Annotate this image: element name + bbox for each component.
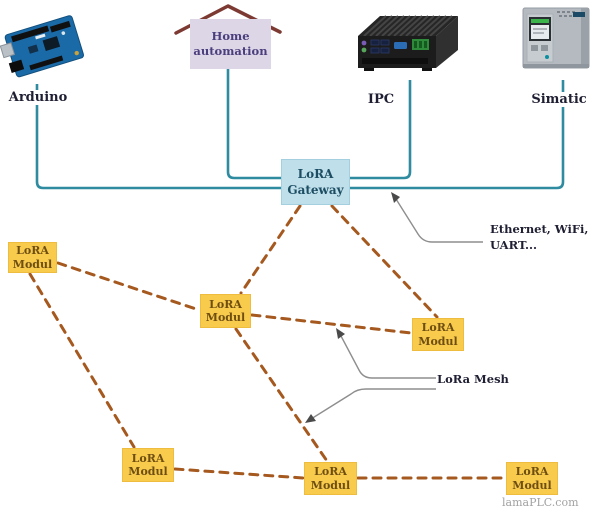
- ethernet-annotation-line: Ethernet, WiFi,: [490, 222, 589, 236]
- leader-line-mesh-lower: [310, 388, 436, 420]
- ethernet-annotation: Ethernet, WiFi, UART...: [490, 222, 588, 253]
- module-label: Modul: [128, 465, 168, 478]
- mesh-link-wire: [56, 261, 201, 312]
- module-label: LoRA: [515, 465, 549, 479]
- home-automation-node: Home automation: [190, 19, 271, 69]
- arduino-node-label: Arduino: [5, 90, 71, 105]
- module-label: LoRA: [131, 451, 165, 465]
- module-label: LoRA: [421, 321, 455, 335]
- lora-module-node: LoRA Modul: [8, 242, 57, 273]
- ethernet-annotation-line: UART...: [490, 237, 538, 252]
- module-label: Modul: [205, 311, 246, 324]
- gateway-label: Gateway: [287, 183, 344, 197]
- leader-line-ethernet: [395, 198, 483, 243]
- arrowhead-icon: [305, 414, 316, 423]
- mesh-link-wire: [250, 313, 413, 335]
- lora-module-node: LoRA Modul: [200, 294, 251, 328]
- watermark-text: lamaPLC.com: [502, 496, 579, 509]
- arduino-board-icon: [0, 15, 84, 78]
- arrowhead-icon: [391, 192, 400, 203]
- lora-gateway-node: LoRA Gateway: [281, 159, 350, 205]
- module-label: LoRA: [314, 465, 347, 479]
- lora-module-node: LoRA Modul: [506, 462, 558, 495]
- module-label: LoRA: [16, 244, 49, 258]
- module-label: Modul: [310, 478, 351, 492]
- mesh-link-wire: [330, 204, 439, 319]
- module-label: LoRA: [209, 297, 242, 311]
- gateway-label: LoRA: [297, 166, 334, 181]
- simatic-node-label: Simatic: [528, 92, 590, 107]
- module-label: Modul: [12, 257, 53, 271]
- home-automation-label: automation: [193, 44, 268, 58]
- module-label: Modul: [418, 334, 458, 348]
- arrowheads-group: [305, 192, 400, 423]
- module-label: Modul: [512, 478, 552, 492]
- mesh-link-wire: [239, 204, 302, 295]
- mesh-link-wire: [28, 272, 136, 449]
- simatic-plc-icon: [522, 7, 590, 69]
- ipc-device-icon: [358, 15, 458, 71]
- lora-module-node: LoRA Modul: [412, 318, 464, 351]
- home-automation-label: Home: [211, 29, 250, 44]
- ipc-node-label: IPC: [364, 92, 398, 107]
- lora-module-node: LoRA Modul: [122, 448, 174, 482]
- arrowhead-icon: [336, 328, 345, 339]
- mesh-link-wire: [234, 327, 329, 463]
- mesh-link-wire: [173, 467, 305, 480]
- lora-mesh-annotation: LoRa Mesh: [437, 372, 509, 386]
- lora-module-node: LoRA Modul: [304, 462, 357, 495]
